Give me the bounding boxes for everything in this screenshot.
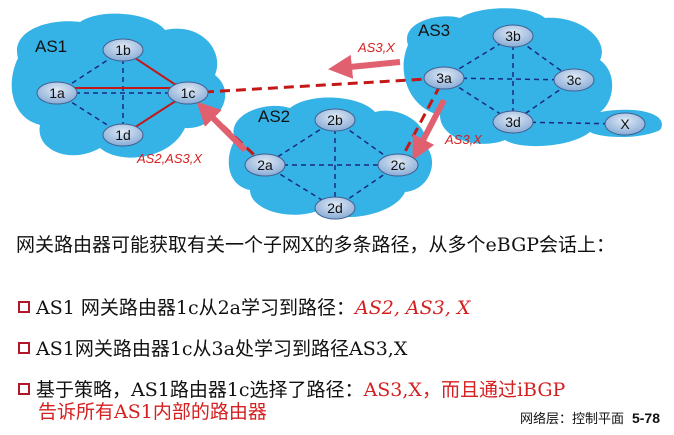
svg-text:1b: 1b xyxy=(115,42,131,58)
svg-text:3b: 3b xyxy=(505,28,521,44)
svg-text:3c: 3c xyxy=(567,72,582,88)
slide-footer: 网络层：控制平面 5-78 xyxy=(520,408,660,427)
as1-cloud xyxy=(11,13,226,158)
bullet-policy-choice: 基于策略，AS1路由器1c选择了路径：AS3,X，而且通过iBGP 告诉所有AS… xyxy=(18,379,565,423)
page-number: 5-78 xyxy=(631,410,660,426)
svg-text:1c: 1c xyxy=(181,85,196,101)
arrow-as3x-right xyxy=(412,98,447,161)
router-2a: 2a xyxy=(244,153,286,177)
svg-text:1a: 1a xyxy=(49,85,65,101)
bullet-1c-from-3a: AS1网关路由器1c从3a处学习到路径AS3,X xyxy=(18,338,407,360)
subnet-x: X xyxy=(604,112,646,136)
square-bullet-icon xyxy=(18,342,30,354)
router-1b: 1b xyxy=(102,38,144,62)
arrow-as3x-top xyxy=(328,54,401,79)
svg-text:2b: 2b xyxy=(327,112,343,128)
as3-label: AS3 xyxy=(418,21,450,40)
router-1c: 1c xyxy=(167,81,209,105)
as1-label: AS1 xyxy=(35,37,67,56)
section-title: 网络层：控制平面 xyxy=(519,411,624,426)
router-1a: 1a xyxy=(36,81,78,105)
svg-text:2d: 2d xyxy=(327,200,343,216)
router-2b: 2b xyxy=(314,108,356,132)
intro-text: 网关路由器可能获取有关一个子网X的多条路径，从多个eBGP会话上： xyxy=(16,234,616,256)
svg-text:1d: 1d xyxy=(115,127,131,143)
path-label-as2as3x: AS2,AS3,X xyxy=(136,151,203,166)
router-2d: 2d xyxy=(314,196,356,220)
routers: 1a 1b 1c 1d 2a 2b 2c 2d 3a 3b 3c 3d X xyxy=(36,24,646,220)
as2-cloud xyxy=(228,97,433,218)
as2-label: AS2 xyxy=(258,107,290,126)
router-1d: 1d xyxy=(102,123,144,147)
square-bullet-icon xyxy=(18,383,30,395)
path-as2-as3-x: AS2, AS3, X xyxy=(355,297,471,319)
svg-text:X: X xyxy=(620,116,630,132)
arrow-as2as3x xyxy=(196,101,248,153)
router-2c: 2c xyxy=(377,153,419,177)
svg-text:2c: 2c xyxy=(391,157,406,173)
router-3d: 3d xyxy=(492,110,534,134)
square-bullet-icon xyxy=(18,301,30,313)
svg-text:3a: 3a xyxy=(436,70,452,86)
svg-text:3d: 3d xyxy=(505,114,521,130)
router-3a: 3a xyxy=(423,66,465,90)
router-3c: 3c xyxy=(553,68,595,92)
bullet-1c-from-2a: AS1 网关路由器1c从2a学习到路径：AS2, AS3, X xyxy=(18,297,470,319)
bgp-topology-diagram: 1a 1b 1c 1d 2a 2b 2c 2d 3a 3b 3c 3d X AS… xyxy=(11,8,662,220)
as3-cloud xyxy=(403,8,662,147)
router-3b: 3b xyxy=(492,24,534,48)
svg-text:2a: 2a xyxy=(257,157,273,173)
path-label-as3x-top: AS3,X xyxy=(357,40,396,55)
path-label-as3x-right: AS3,X xyxy=(444,132,483,147)
